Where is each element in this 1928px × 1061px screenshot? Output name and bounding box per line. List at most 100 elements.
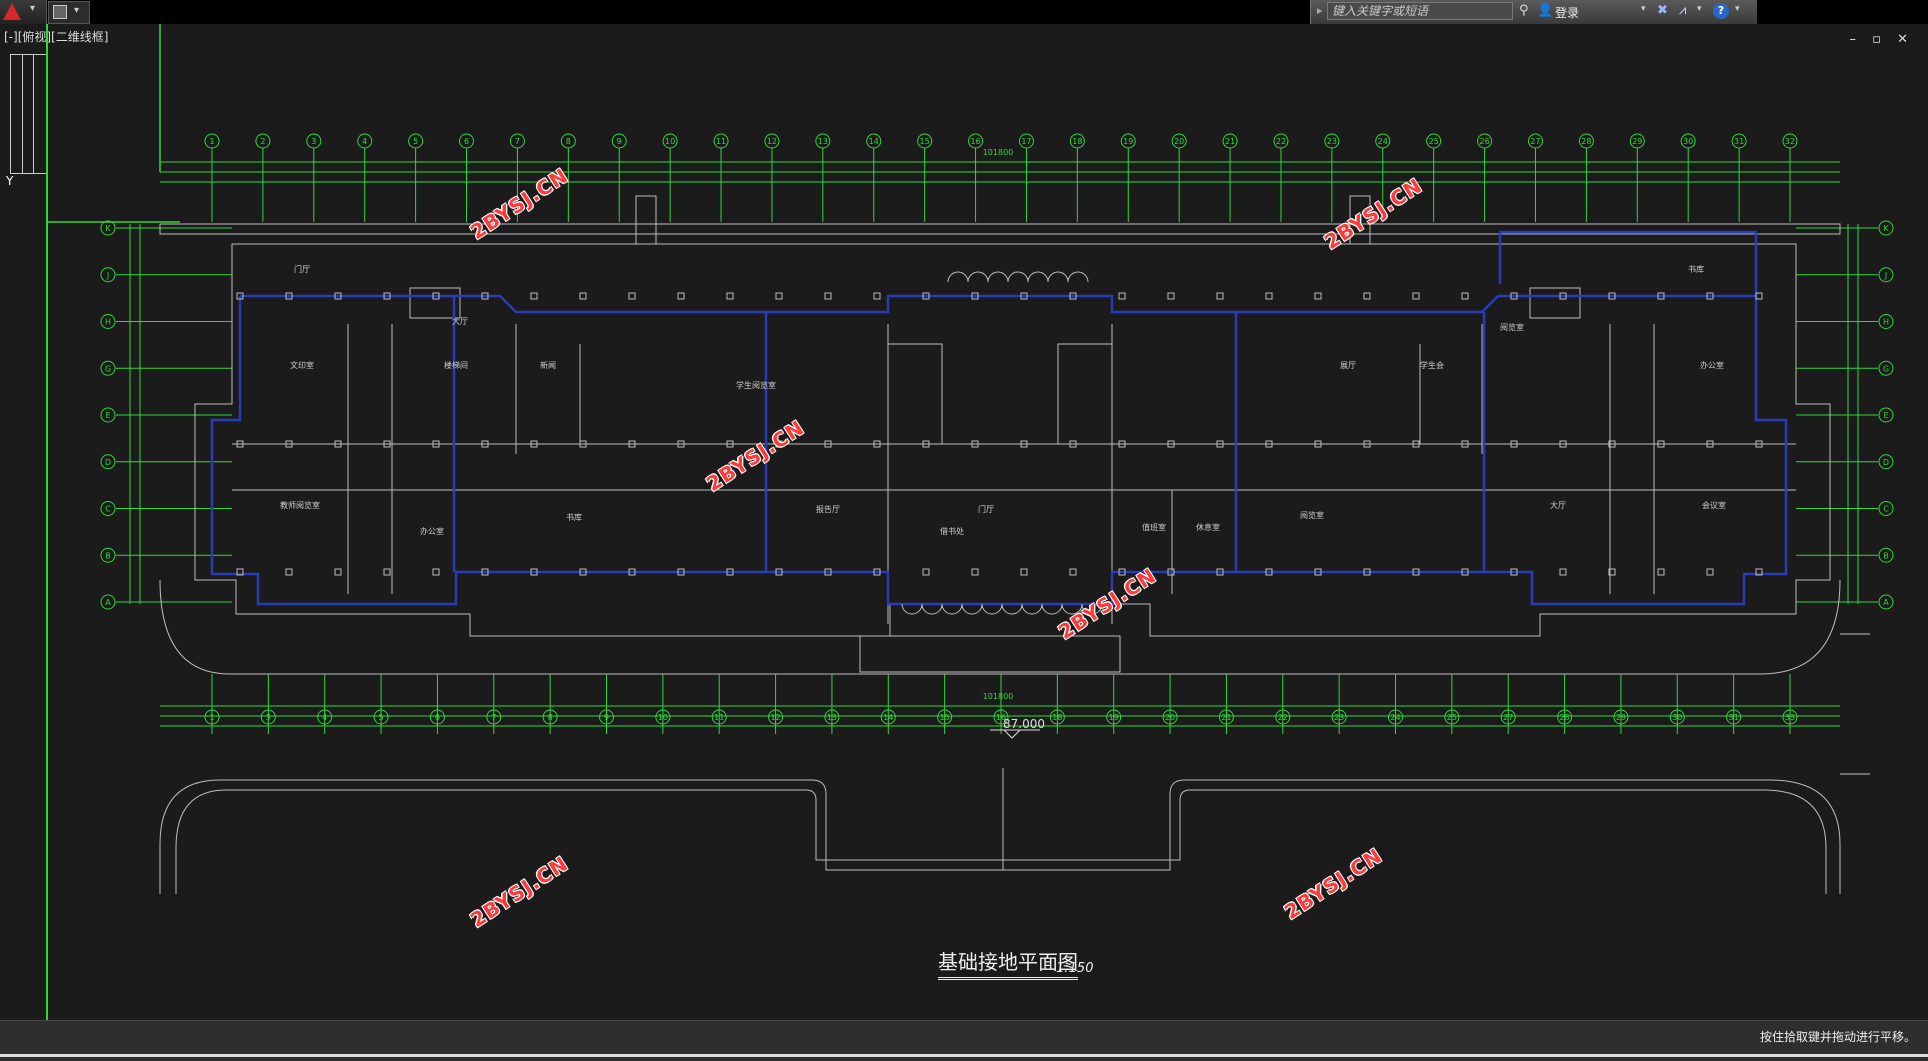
exchange-apps-icon[interactable]: ✖ [1657, 3, 1668, 18]
top-axis-label: 27 [1530, 137, 1540, 146]
bottom-axis-label: 8 [548, 713, 553, 722]
status-divider [0, 1054, 1928, 1057]
room-label: 会议室 [1702, 500, 1726, 510]
room-label: 学生会 [1420, 360, 1444, 370]
room-label: 值班室 [1142, 522, 1166, 532]
bottom-axis-label: 12 [770, 713, 780, 722]
bottom-axis-label: 15 [940, 713, 950, 722]
foundation-pad [1608, 292, 1616, 300]
foundation-pad [1608, 440, 1616, 448]
foundation-pad [1167, 568, 1175, 576]
room-label: 学生阅览室 [736, 380, 776, 390]
top-axis-label: 17 [1021, 137, 1031, 146]
bottom-axis-label: 1 [209, 713, 214, 722]
bottom-axis-bubble [768, 709, 784, 725]
bottom-axis-label: 27 [1503, 713, 1513, 722]
bottom-axis-label: 6 [435, 713, 440, 722]
user-icon[interactable]: 👤 [1537, 3, 1554, 18]
top-axis-label: 1 [209, 137, 214, 146]
top-axis-bubble [1273, 133, 1289, 149]
top-axis-label: 9 [617, 137, 622, 146]
chevron-down-icon[interactable]: ▾ [74, 5, 80, 16]
top-axis-bubble [1426, 133, 1442, 149]
row-axis-label: K [105, 224, 111, 233]
room-label: 书库 [1688, 264, 1704, 274]
foundation-pad [1412, 568, 1420, 576]
a360-icon[interactable]: ⩘ [1679, 3, 1687, 18]
foundation-pad [1020, 292, 1028, 300]
bottom-axis-label: 11 [714, 713, 724, 722]
row-axis-bubble [100, 407, 116, 423]
row-axis-bubble [1878, 454, 1894, 470]
top-axis-bubble [968, 133, 984, 149]
top-axis-label: 32 [1785, 137, 1795, 146]
foundation-pad [873, 440, 881, 448]
search-input[interactable] [1327, 2, 1513, 20]
foundation-pad [1167, 440, 1175, 448]
viewport-window-controls[interactable]: – ▫ ✕ [1849, 32, 1914, 47]
chevron-down-icon[interactable]: ▾ [1697, 4, 1702, 14]
bottom-axis-bubble [599, 709, 614, 725]
infocenter-bar: ▸ ⚲ 👤 登录 ▾ ✖ ⩘ ▾ ? ▾ [1310, 0, 1757, 24]
bottom-axis-bubble [1500, 709, 1516, 725]
row-axis-bubble [1878, 220, 1894, 236]
foundation-pad [530, 568, 538, 576]
foundation-pad [1755, 568, 1763, 576]
chevron-down-icon[interactable]: ▾ [1735, 4, 1740, 14]
application-menu-button[interactable]: ▾ [0, 0, 47, 24]
foundation-pad [628, 568, 636, 576]
bottom-axis-label: 30 [1672, 713, 1682, 722]
expand-arrow-icon[interactable]: ▸ [1317, 4, 1323, 17]
top-axis-label: 16 [970, 137, 980, 146]
row-axis-label: J [1884, 271, 1887, 280]
login-button[interactable]: 登录 [1555, 6, 1580, 20]
foundation-pad [726, 440, 734, 448]
bottom-axis-bubble [1275, 709, 1291, 725]
row-axis-bubble [100, 594, 116, 610]
foundation-pad [922, 568, 930, 576]
top-axis-label: 25 [1429, 137, 1439, 146]
foundation-pad [236, 292, 244, 300]
foundation-pad [726, 568, 734, 576]
room-label: 新闻 [540, 360, 556, 370]
top-axis-label: 31 [1734, 137, 1744, 146]
row-axis-label: D [1883, 458, 1889, 467]
bottom-axis-label: 14 [883, 713, 893, 722]
ucs-icon: Y [6, 174, 14, 188]
bottom-axis-label: 21 [1221, 713, 1231, 722]
row-axis-label: C [105, 505, 111, 514]
bottom-axis-label: 24 [1390, 713, 1400, 722]
workspace-icon[interactable] [53, 5, 67, 19]
top-axis-bubble [1782, 133, 1798, 149]
top-axis-bubble [1324, 133, 1340, 149]
row-axis-label: B [105, 551, 111, 560]
row-axis-bubble [1878, 360, 1894, 376]
bottom-axis-label: 33 [1785, 713, 1795, 722]
quick-access-toolbar[interactable]: ▾ [48, 1, 90, 24]
bottom-axis-label: 31 [1729, 713, 1739, 722]
bottom-axis-bubble [1218, 709, 1234, 725]
top-axis-bubble [917, 133, 933, 149]
top-axis-bubble [611, 133, 627, 149]
row-axis-bubble [1878, 267, 1894, 283]
top-axis-label: 4 [362, 137, 367, 146]
row-axis-label: E [1883, 411, 1888, 420]
room-label: 办公室 [420, 526, 444, 536]
row-axis-bubble [1878, 547, 1894, 563]
foundation-pad [873, 292, 881, 300]
viewport-controls-label[interactable]: [-][俯视][二维线框] [4, 30, 109, 44]
foundation-pad [1216, 440, 1224, 448]
foundation-pad [579, 292, 587, 300]
search-binoculars-icon[interactable]: ⚲ [1519, 3, 1529, 18]
top-axis-label: 2 [260, 137, 265, 146]
bottom-axis-bubble [655, 709, 671, 725]
bottom-axis-label: 10 [658, 713, 668, 722]
chevron-down-icon[interactable]: ▾ [1641, 4, 1646, 14]
top-axis-bubble [204, 133, 220, 149]
foundation-pad [775, 292, 783, 300]
help-icon[interactable]: ? [1713, 3, 1729, 19]
room-label: 报告厅 [816, 504, 840, 514]
top-axis-label: 10 [665, 137, 675, 146]
room-label: 办公室 [1700, 360, 1724, 370]
